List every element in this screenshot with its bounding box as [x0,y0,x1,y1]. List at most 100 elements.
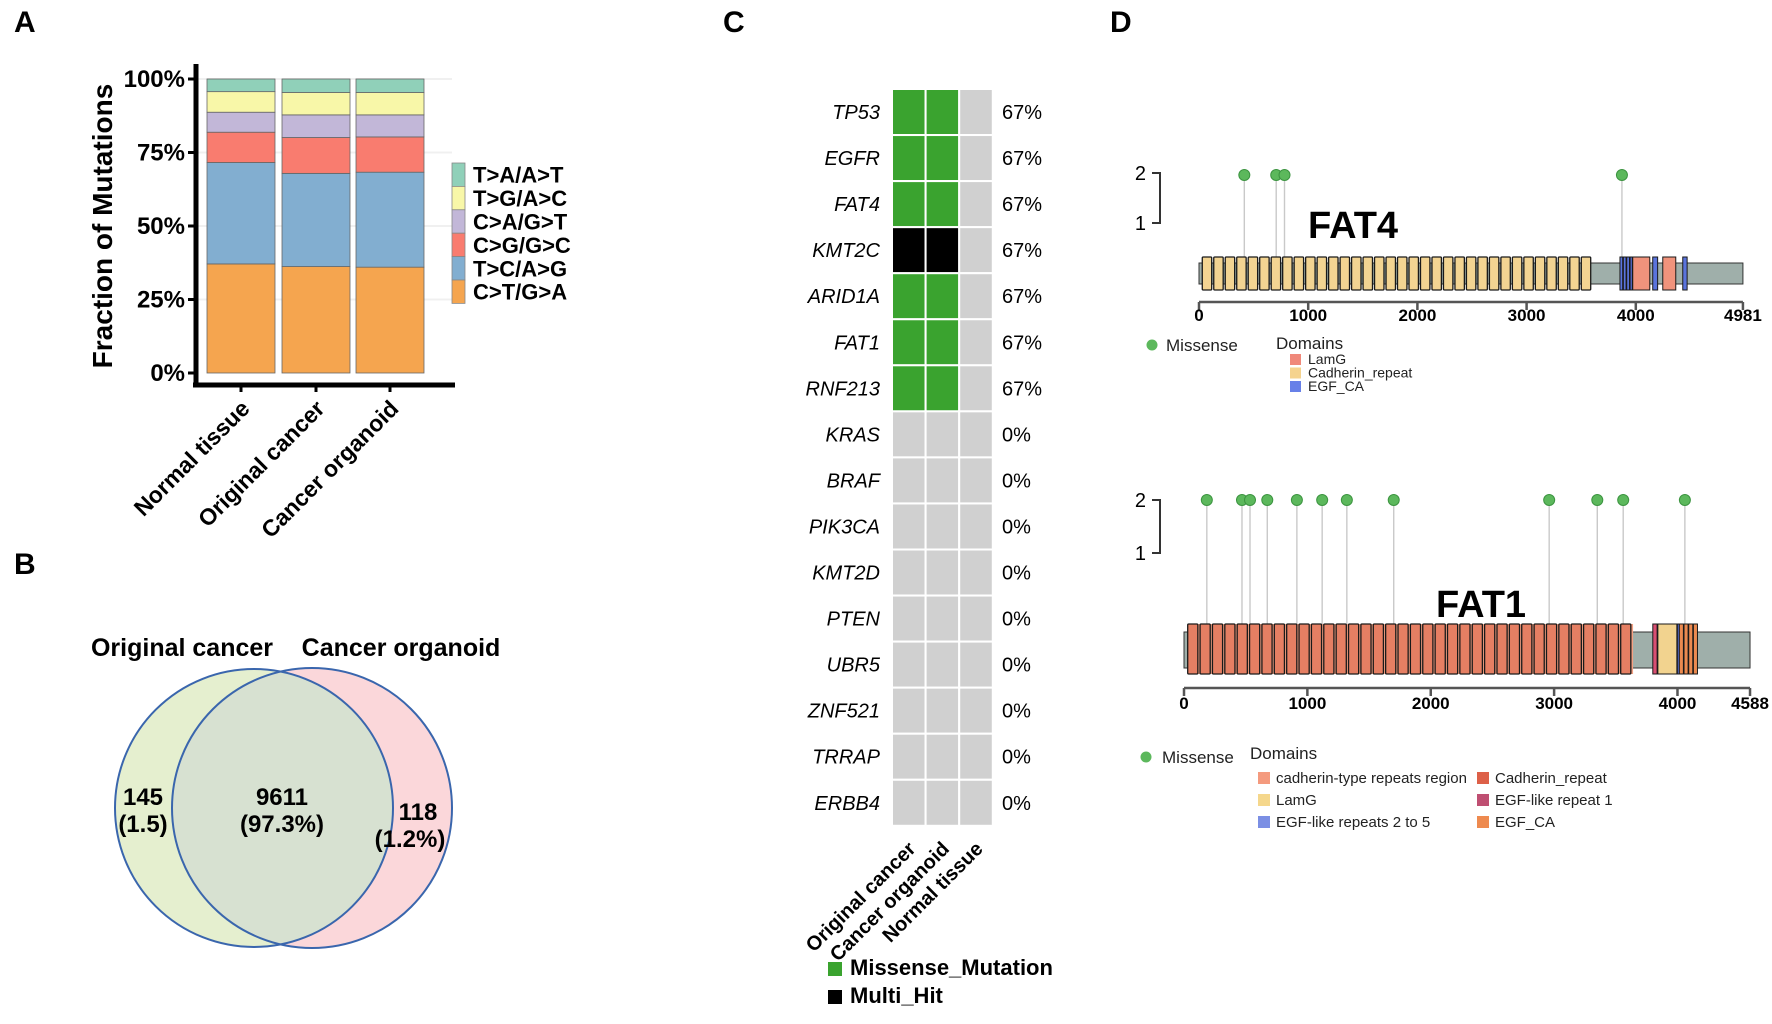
domain-legend-label: EGF-like repeat 1 [1495,792,1613,809]
domain-box-cadherin-repeat [1323,623,1335,675]
lollipop-count-bracket [1152,172,1161,224]
legend-swatch [451,232,466,257]
domain-box-cadherin-repeat [1496,623,1508,675]
domain-legend-label: EGF-like repeats 2 to 5 [1276,814,1430,831]
gene-pct-label: 67% [1002,148,1042,170]
domain-box-egf-ca [1688,623,1694,675]
legend-swatch [451,279,466,304]
gene-pct-label: 0% [1002,470,1031,492]
legend-swatch [451,256,466,281]
domain-box-cadherin-repeat [1286,623,1298,675]
domain-box-cadherin-repeat [1304,256,1316,291]
legend-swatch [451,185,466,211]
domain-box-cadherin-repeat [1385,256,1397,291]
legend-item-label: T>C/A>G [473,256,567,281]
domain-box-cadherin-repeat [1261,623,1273,675]
oncoprint-cell [958,502,994,551]
domains-legend-title: Domains [1276,334,1343,353]
oncoprint-cell [924,180,961,229]
domain-box-cadherin-repeat [1409,623,1422,675]
oncoprint-cell [891,134,927,183]
domain-box-egf-ca [1678,623,1684,675]
domain-box-cadherin-repeat [1607,623,1620,675]
gene-label: PIK3CA [809,516,880,538]
gene-label: RNF213 [806,378,880,400]
bar-segment-CTGA [355,266,425,374]
oncoprint-legend-swatch [828,990,842,1004]
legend-item-label: C>T/G>A [473,280,567,305]
ytick-label: 0% [150,360,185,387]
domain-legend-label: Cadherin_repeat [1495,770,1608,787]
gene-label: ERBB4 [814,793,880,815]
domain-box-cadherin-repeat [1419,256,1431,291]
bar-segment-CGGC [206,131,276,163]
gene-pct-label: 67% [1002,332,1042,354]
domain-box-cadherin-repeat [1273,623,1286,675]
bar-segment-CTGA [281,266,351,374]
bar-category-label: Cancer organoid [256,395,404,543]
oncoprint-cell [891,686,927,735]
mutation-dot [1278,169,1291,181]
gene-label: PTEN [827,609,881,631]
bar-segment-CAGT [355,114,425,138]
oncoprint-cell [958,686,994,735]
gene-pct-label: 0% [1002,516,1031,538]
count-axis-label: 2 [1135,163,1146,185]
protein-title: FAT4 [1308,205,1398,247]
gene-pct-label: 0% [1002,563,1031,585]
domain-box-egf-ca [1652,256,1659,291]
domain-legend-swatch [1290,354,1301,365]
domain-box-cadherin-repeat [1442,256,1454,291]
oncoprint-cell [891,732,927,781]
bar-segment-TAAT [206,78,276,93]
venn-circle-right-outline [171,667,453,949]
gene-pct-label: 67% [1002,194,1042,216]
missense-legend-label: Missense [1166,336,1238,355]
oncoprint-cell [958,226,994,275]
oncoprint-cell [924,502,961,551]
count-axis-label: 1 [1135,213,1146,235]
gene-pct-label: 0% [1002,701,1031,723]
domain-box-cadherin-repeat [1397,623,1409,675]
domain-box-cadherin-repeat [1431,256,1443,291]
gene-label: KMT2D [812,563,880,585]
oncoprint-cell [958,272,994,321]
oncoprint-cell [891,456,927,505]
gene-label: ARID1A [807,286,880,308]
domain-box-lamg [1662,256,1677,291]
domain-box-cadherin-repeat [1282,256,1293,291]
oncoprint-legend-label: Multi_Hit [850,983,944,1008]
bar-segment-CAGT [281,114,351,138]
oncoprint-cell [924,410,961,459]
domain-box-cadherin-repeat [1362,256,1374,291]
bar-category-label: Original cancer [193,395,330,532]
gene-pct-label: 0% [1002,793,1031,815]
gene-label: TRRAP [812,747,880,769]
oncoprint-cell [891,410,927,459]
oncoprint-cell [958,640,994,689]
bar-segment-TGAC [281,92,351,116]
axis-tick-label: 4000 [1659,694,1697,713]
venn-right-title: Cancer organoid [302,634,501,662]
oncoprint-cell [924,272,961,321]
domain-box-cadherin-repeat [1350,256,1362,291]
oncoprint-cell [891,226,927,275]
mutation-dot [1591,494,1604,506]
domain-box-cadherin-repeat [1372,623,1385,675]
domain-box-cadherin-repeat [1595,623,1607,675]
oncoprint-cell [958,594,994,643]
oncoprint-cell [924,548,961,597]
mutation-dot [1387,494,1400,506]
oncoprint-cell [891,272,927,321]
domain-box-egf-ca [1619,256,1624,291]
oncoprint-cell [958,456,994,505]
oncoprint-cell [891,778,927,827]
domain-box-cadherin-repeat [1459,623,1471,675]
domain-box-cadherin-repeat [1259,256,1270,291]
domain-box-egf-ca [1683,623,1689,675]
domain-legend-label: Cadherin_repeat [1308,365,1412,381]
domain-box-cadherin-repeat [1247,256,1259,291]
domain-box-egf-ca [1622,256,1627,291]
domain-legend-swatch [1477,772,1489,784]
